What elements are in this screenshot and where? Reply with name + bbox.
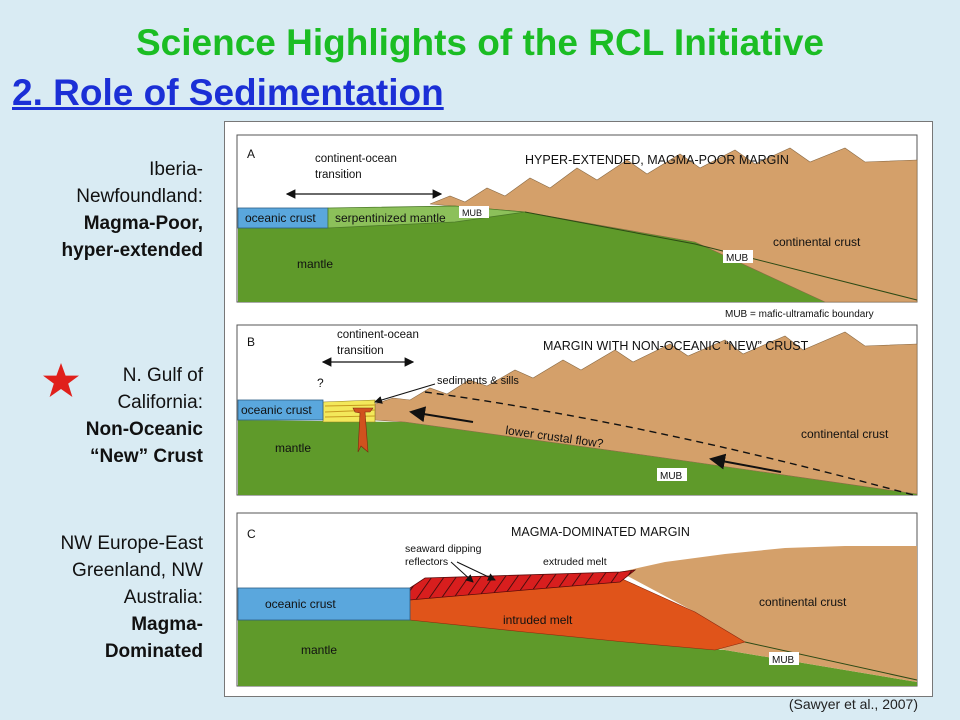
panel-b-flow-arrow-2 bbox=[709, 453, 782, 473]
panel-a-letter: A bbox=[247, 147, 255, 161]
panel-b-mantle-label: mantle bbox=[275, 441, 311, 455]
panel-c-mantle bbox=[238, 618, 917, 686]
panel-b-flow-arrow-1 bbox=[409, 406, 474, 423]
panel-a-serpentinized-label: serpentinized mantle bbox=[335, 211, 446, 225]
label-nweurope-line1: NW Europe-East bbox=[60, 533, 203, 554]
margin-diagram: A continent-ocean transition HYPER-EXTEN… bbox=[224, 121, 933, 697]
label-iberia-bold1: Magma-Poor, bbox=[83, 213, 203, 234]
label-nweurope-line3: Australia: bbox=[123, 587, 203, 608]
panel-a-cot-line2: transition bbox=[315, 169, 362, 181]
panel-b-oceanic-label: oceanic crust bbox=[241, 403, 312, 417]
panel-c-mub-line bbox=[744, 641, 918, 681]
panel-c-extruded-label: extruded melt bbox=[543, 556, 607, 568]
panel-c-letter: C bbox=[247, 527, 256, 541]
panel-a-heading: HYPER-EXTENDED, MAGMA-POOR MARGIN bbox=[525, 153, 789, 167]
citation: (Sawyer et al., 2007) bbox=[788, 696, 918, 712]
panel-b-heading: MARGIN WITH NON-OCEANIC “NEW” CRUST bbox=[543, 339, 809, 353]
label-gulf-bold1: Non-Oceanic bbox=[85, 419, 203, 440]
page-subtitle: 2. Role of Sedimentation bbox=[12, 72, 444, 113]
panel-b-cot-line2: transition bbox=[337, 345, 384, 357]
panel-b-mantle bbox=[238, 420, 917, 495]
panel-c-sdr-line1: seaward dipping bbox=[405, 543, 482, 555]
label-iberia-bold2: hyper-extended bbox=[61, 240, 203, 261]
panel-c-heading: MAGMA-DOMINATED MARGIN bbox=[511, 525, 690, 539]
panel-b-cot-line1: continent-ocean bbox=[337, 329, 419, 341]
panel-c-oceanic-label: oceanic crust bbox=[265, 597, 336, 611]
panel-c-sdr-line2: reflectors bbox=[405, 556, 448, 568]
panel-a-continental-label: continental crust bbox=[773, 235, 861, 249]
label-gulf-bold2: “New” Crust bbox=[90, 446, 203, 467]
panel-b-mub-box bbox=[657, 468, 687, 481]
panel-c-mub-box bbox=[769, 652, 799, 665]
panel-b-continental-label: continental crust bbox=[801, 427, 889, 441]
panel-b-sediments-label: sediments & sills bbox=[437, 375, 519, 387]
label-nweurope-bold2: Dominated bbox=[104, 641, 203, 662]
label-gulf-line2: California: bbox=[117, 392, 203, 413]
label-nweurope-bold1: Magma- bbox=[131, 614, 203, 635]
panel-a-mub-line bbox=[524, 211, 918, 301]
panel-c-continental-crust bbox=[620, 546, 917, 682]
panel-b-sill-3 bbox=[324, 415, 376, 418]
panel-a-mantle bbox=[238, 208, 917, 302]
label-nweurope: NW Europe-East Greenland, NW Australia: … bbox=[60, 530, 203, 665]
panel-c-sdr-arrow-2 bbox=[456, 561, 496, 581]
panel-a-legend: MUB = mafic-ultramafic boundary bbox=[725, 309, 874, 320]
label-gulf-line1: N. Gulf of bbox=[122, 365, 203, 386]
panel-a: A continent-ocean transition HYPER-EXTEN… bbox=[236, 134, 918, 320]
panel-c-sdr-arrow-1 bbox=[450, 561, 474, 583]
panel-b-sediment-arrow bbox=[374, 383, 436, 404]
panel-b-letter: B bbox=[247, 335, 255, 349]
panel-c: C MAGMA-DOMINATED MARGIN seaward dipping… bbox=[236, 512, 918, 687]
panel-b-mub-dashed bbox=[424, 391, 918, 497]
margin-diagram-svg: A continent-ocean transition HYPER-EXTEN… bbox=[236, 134, 918, 687]
panel-c-mantle-label: mantle bbox=[301, 643, 337, 657]
panel-b-continental-crust bbox=[374, 331, 918, 495]
label-iberia-line2: Newfoundland: bbox=[76, 186, 203, 207]
star-icon bbox=[43, 363, 79, 397]
panel-c-intruded-label: intruded melt bbox=[503, 613, 573, 627]
label-iberia-line1: Iberia- bbox=[149, 159, 203, 180]
panel-a-mub-small: MUB bbox=[462, 208, 482, 218]
panel-a-oceanic-label: oceanic crust bbox=[245, 211, 316, 225]
label-gulf: N. Gulf of California: Non-Oceanic “New”… bbox=[86, 362, 203, 470]
label-nweurope-line2: Greenland, NW bbox=[72, 560, 203, 581]
panel-c-oceanic-crust bbox=[237, 587, 411, 621]
panel-b-oceanic-crust bbox=[237, 399, 324, 421]
panel-a-mub-small-box bbox=[459, 206, 489, 218]
panel-b-sill-1 bbox=[324, 404, 376, 407]
panel-a-mub-box bbox=[723, 250, 753, 263]
panel-c-continental-label: continental crust bbox=[759, 595, 847, 609]
panel-b: B continent-ocean transition MARGIN WITH… bbox=[236, 324, 918, 497]
panel-a-mub-label: MUB bbox=[726, 253, 749, 264]
panel-b-question: ? bbox=[317, 376, 324, 390]
panel-c-intruded-melt bbox=[409, 577, 746, 651]
label-iberia: Iberia- Newfoundland: Magma-Poor, hyper-… bbox=[62, 156, 203, 264]
panel-c-mub-label: MUB bbox=[772, 655, 795, 666]
page-title: Science Highlights of the RCL Initiative bbox=[135, 22, 825, 63]
panel-a-continental-crust bbox=[429, 147, 918, 303]
panel-a-mantle-label: mantle bbox=[297, 257, 333, 271]
panel-b-intrusion bbox=[352, 407, 374, 453]
panel-b-mub-label: MUB bbox=[660, 471, 683, 482]
panel-a-cot-line1: continent-ocean bbox=[315, 153, 397, 165]
